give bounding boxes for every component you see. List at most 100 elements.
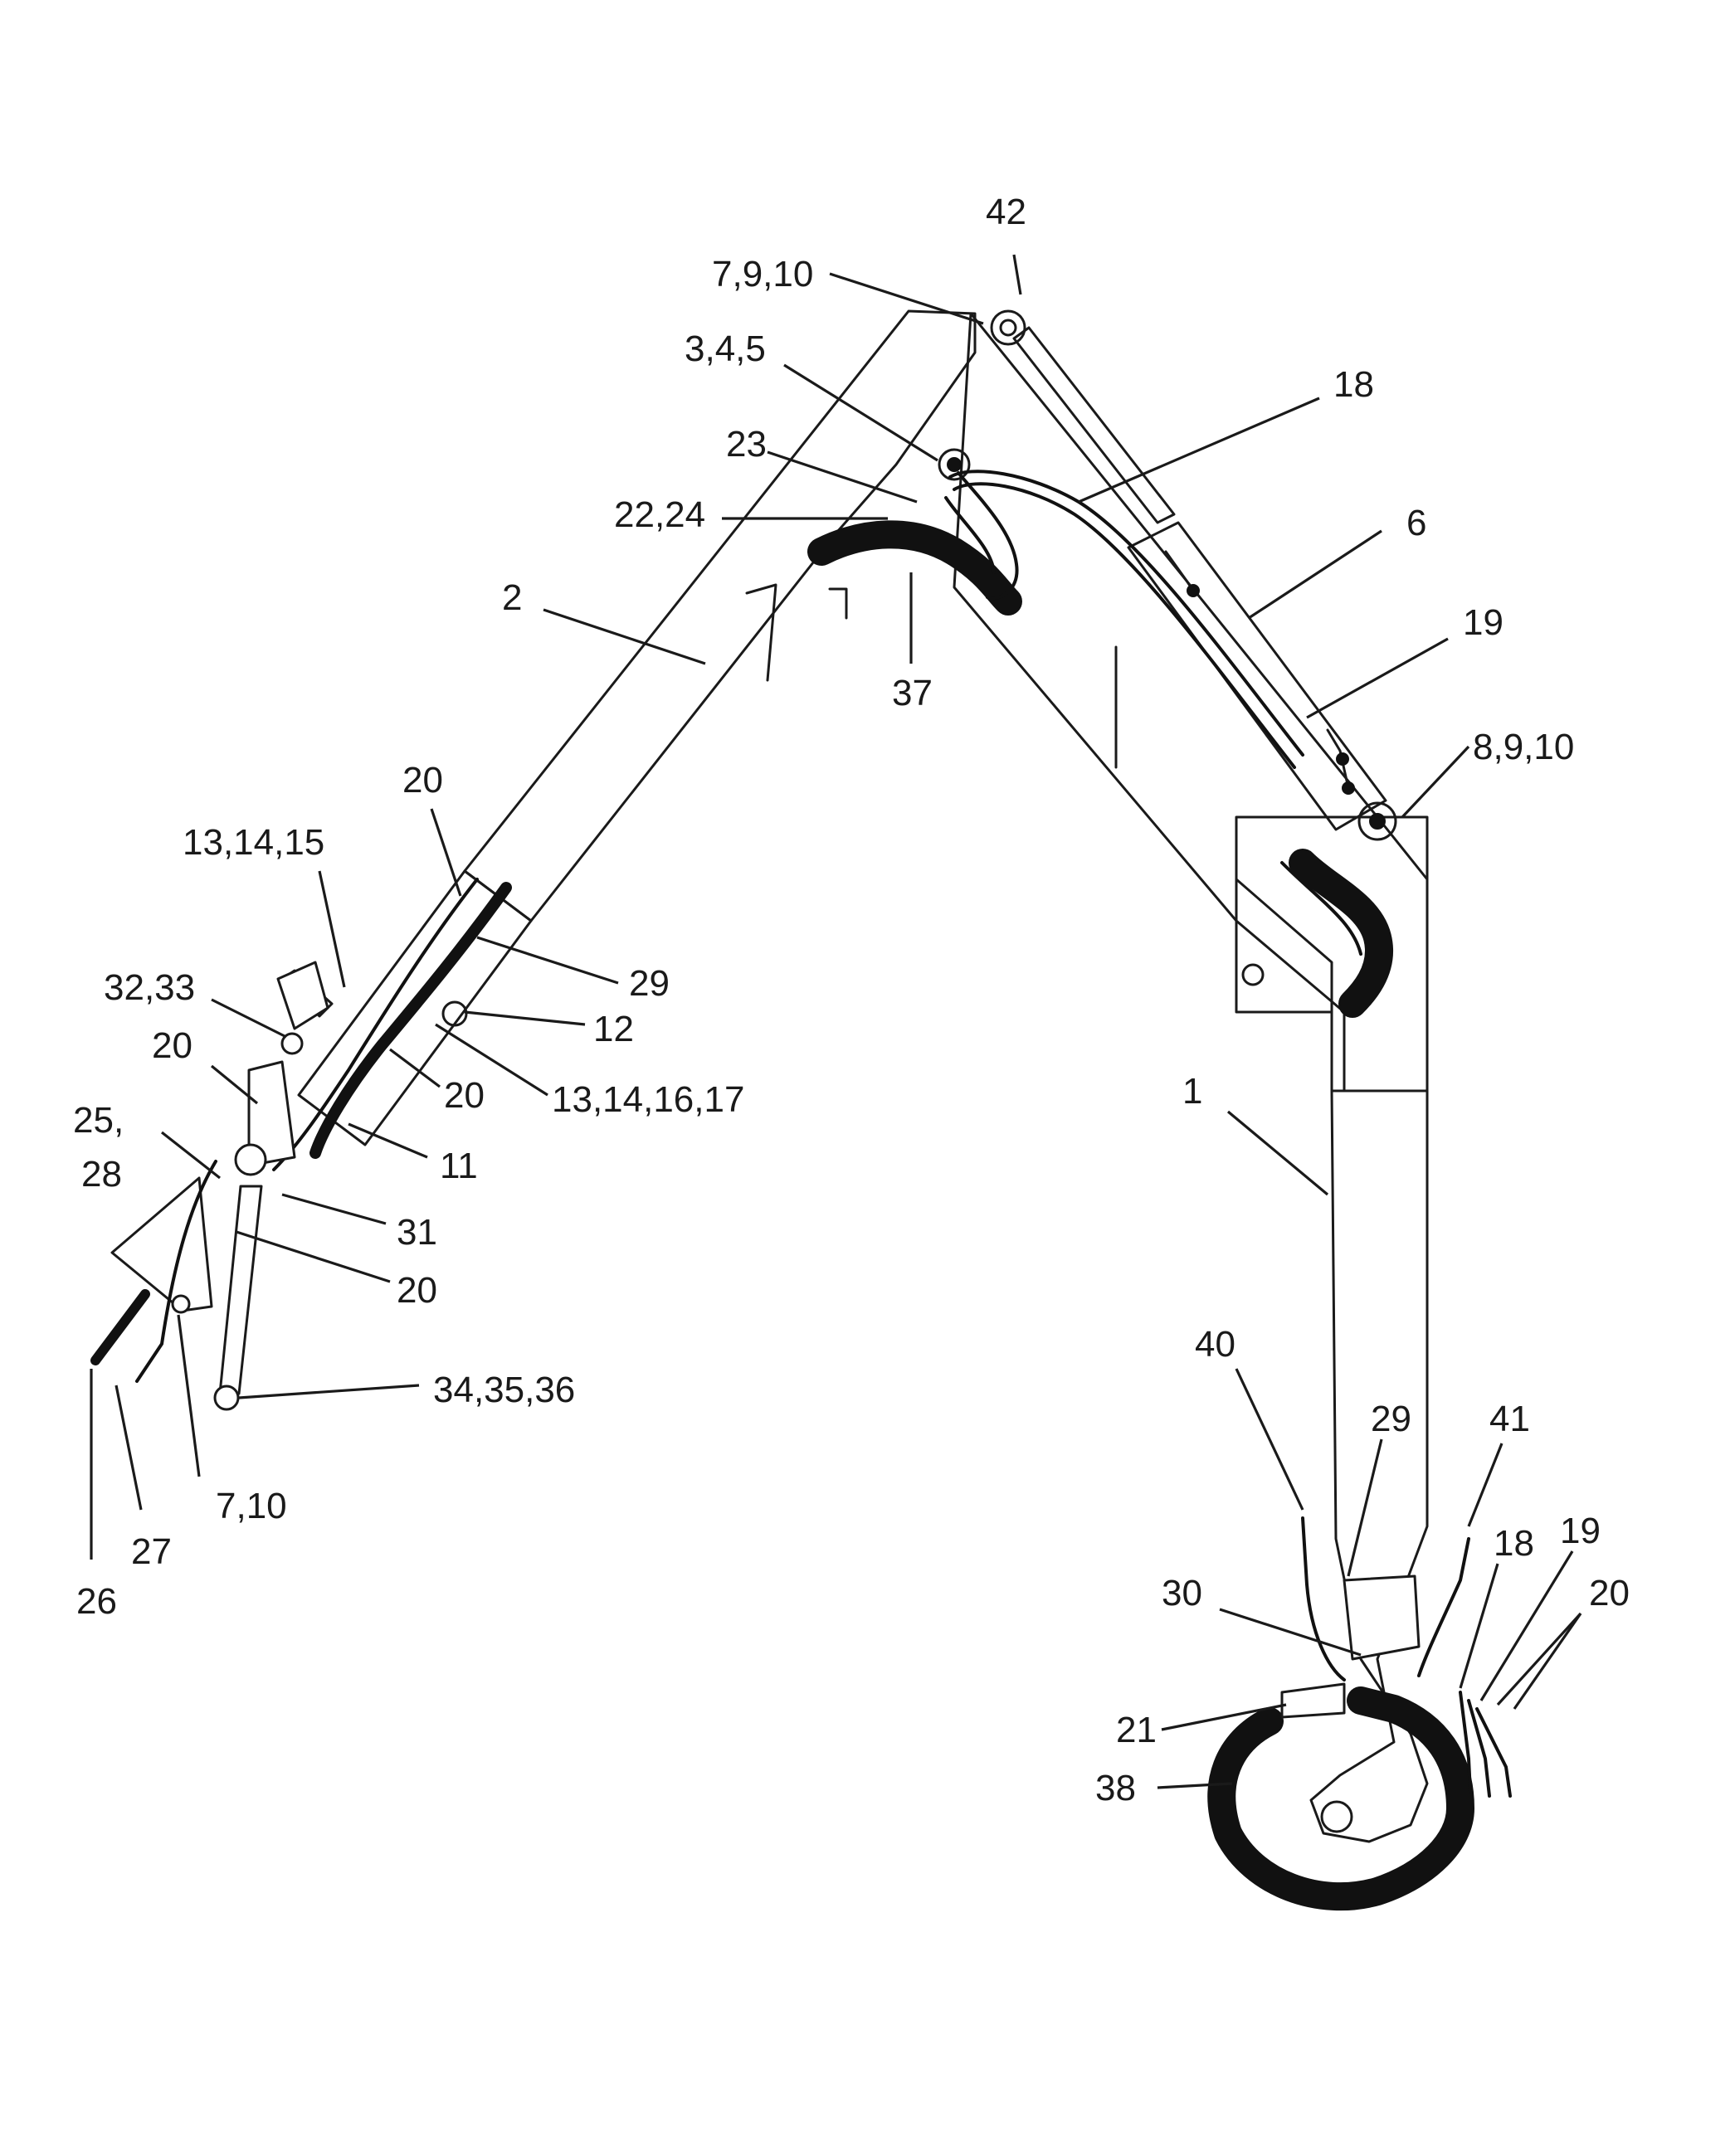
callout-labels: 42 7,9,10 3,4,5 18 23 22,24 6 2 37 19 8,…	[73, 192, 1630, 1808]
label-8-9-10: 8,9,10	[1473, 727, 1574, 767]
boom-upper-section	[953, 312, 1429, 1093]
boom-cylinder-barrel	[1127, 521, 1387, 831]
hose-20-bottom	[1475, 1707, 1512, 1798]
label-6: 6	[1406, 503, 1426, 543]
boom-hose-18	[948, 470, 1304, 757]
dipper-arm	[463, 309, 1304, 922]
boom-cylinder-base-pin	[1357, 801, 1397, 841]
label-19-top: 19	[1463, 602, 1504, 643]
arm-hose-27	[135, 1160, 217, 1383]
boom-panel-line	[1235, 878, 1333, 1093]
label-40: 40	[1195, 1324, 1235, 1365]
label-18-top: 18	[1333, 364, 1374, 405]
leader-20-e1	[1496, 1612, 1582, 1706]
label-29-top: 29	[629, 963, 670, 1004]
boom-side-plate	[1235, 815, 1429, 1093]
label-12: 12	[593, 1009, 634, 1049]
knee-hose-bundle-37	[807, 520, 1022, 616]
dipper-arm-panel-line	[745, 583, 777, 682]
boom-knee-hose-loop	[1289, 849, 1393, 1018]
knee-hose-loop-inner	[944, 496, 996, 574]
leader-18-bottom	[1459, 1563, 1499, 1689]
dipper-pivot-pin-inner	[947, 457, 962, 472]
leader-3-4-5	[783, 363, 938, 462]
label-25: 25,	[73, 1100, 124, 1141]
boom-assembly	[953, 312, 1429, 1843]
leader-21	[1161, 1703, 1287, 1731]
arm-hose-29	[309, 882, 512, 1159]
boom-foot-hose-38	[1207, 1686, 1474, 1911]
label-21: 21	[1116, 1710, 1157, 1750]
leader-29-bottom	[1347, 1438, 1383, 1577]
hose-19-bottom	[1467, 1699, 1491, 1798]
cylinder-fitting-lower-nut	[1336, 752, 1349, 766]
label-3-4-5: 3,4,5	[685, 329, 766, 369]
leader-41	[1467, 1443, 1504, 1527]
arm-cylinder-barrel	[297, 869, 533, 1146]
arm-hose-20	[272, 878, 479, 1171]
swivel-block-30	[1343, 1574, 1421, 1661]
leader-7-9-10	[829, 272, 984, 325]
leader-6	[1248, 529, 1382, 620]
leader-8-9-10	[1401, 745, 1470, 819]
dipper-arm-body	[463, 309, 977, 922]
label-26: 26	[76, 1581, 117, 1622]
label-20-e: 20	[1589, 1573, 1630, 1613]
leader-42	[1012, 254, 1022, 295]
boom-cylinder-rod	[1012, 326, 1176, 524]
label-37: 37	[892, 673, 933, 713]
label-27: 27	[131, 1531, 172, 1572]
bucket-cylinder-rod-34-35-36	[218, 1185, 263, 1395]
dipper-arm-panel-line	[828, 587, 848, 620]
leader-19-bottom	[1479, 1550, 1574, 1701]
leader-34-35-36	[238, 1384, 420, 1399]
leader-7-10	[177, 1314, 201, 1477]
label-18-bottom: 18	[1494, 1523, 1534, 1564]
hose-coupler-25-28	[234, 1143, 267, 1176]
label-20-b: 20	[152, 1025, 193, 1066]
leader-20-a	[430, 808, 462, 897]
leader-20-e2	[1513, 1613, 1582, 1710]
leader-32-33	[211, 998, 287, 1039]
hose-18-bottom	[1459, 1691, 1472, 1793]
label-7-10: 7,10	[216, 1486, 287, 1526]
boom-cylinder	[990, 309, 1397, 841]
label-34-35-36: 34,35,36	[433, 1370, 575, 1410]
boom-lower-column	[1309, 1089, 1429, 1843]
leader-13-14-16-17	[435, 1023, 548, 1097]
label-13-14-16-17: 13,14,16,17	[552, 1079, 744, 1120]
boom-cylinder-rod-pin	[990, 309, 1026, 346]
cylinder-fitting-upper-nut	[1187, 584, 1200, 597]
bucket-cylinder-linkage	[90, 869, 533, 1411]
dipper-pivot-pin	[938, 448, 971, 481]
leader-40	[1235, 1368, 1304, 1511]
label-42: 42	[986, 192, 1026, 232]
bucket-pin-34-35-36	[213, 1385, 240, 1411]
leader-19-top	[1306, 637, 1449, 719]
label-20-d: 20	[397, 1270, 437, 1311]
leader-20-d	[236, 1230, 391, 1283]
label-23: 23	[726, 424, 767, 465]
leader-12	[464, 1010, 586, 1026]
leader-13-14-15	[318, 870, 346, 988]
arm-hose-26	[90, 1289, 150, 1365]
label-28: 28	[81, 1154, 122, 1195]
fitting-21	[1280, 1682, 1346, 1719]
label-29-bottom: 29	[1371, 1399, 1411, 1439]
leader-20-b	[210, 1064, 259, 1105]
leader-11	[348, 1122, 428, 1159]
cylinder-fitting-lower	[1326, 728, 1350, 790]
leader-31	[281, 1193, 387, 1225]
valve-block-13-14-15	[276, 961, 329, 1030]
leader-29-top	[476, 936, 619, 985]
pin-32-33	[280, 1032, 304, 1055]
label-19-bottom: 19	[1560, 1511, 1601, 1551]
leader-30	[1219, 1608, 1362, 1657]
label-38: 38	[1095, 1768, 1136, 1808]
cylinder-fitting-lower-nut	[1342, 781, 1355, 795]
fitting-12	[441, 1000, 468, 1027]
leader-2	[543, 608, 706, 665]
label-30: 30	[1162, 1573, 1202, 1613]
leader-18-top	[1078, 397, 1320, 504]
